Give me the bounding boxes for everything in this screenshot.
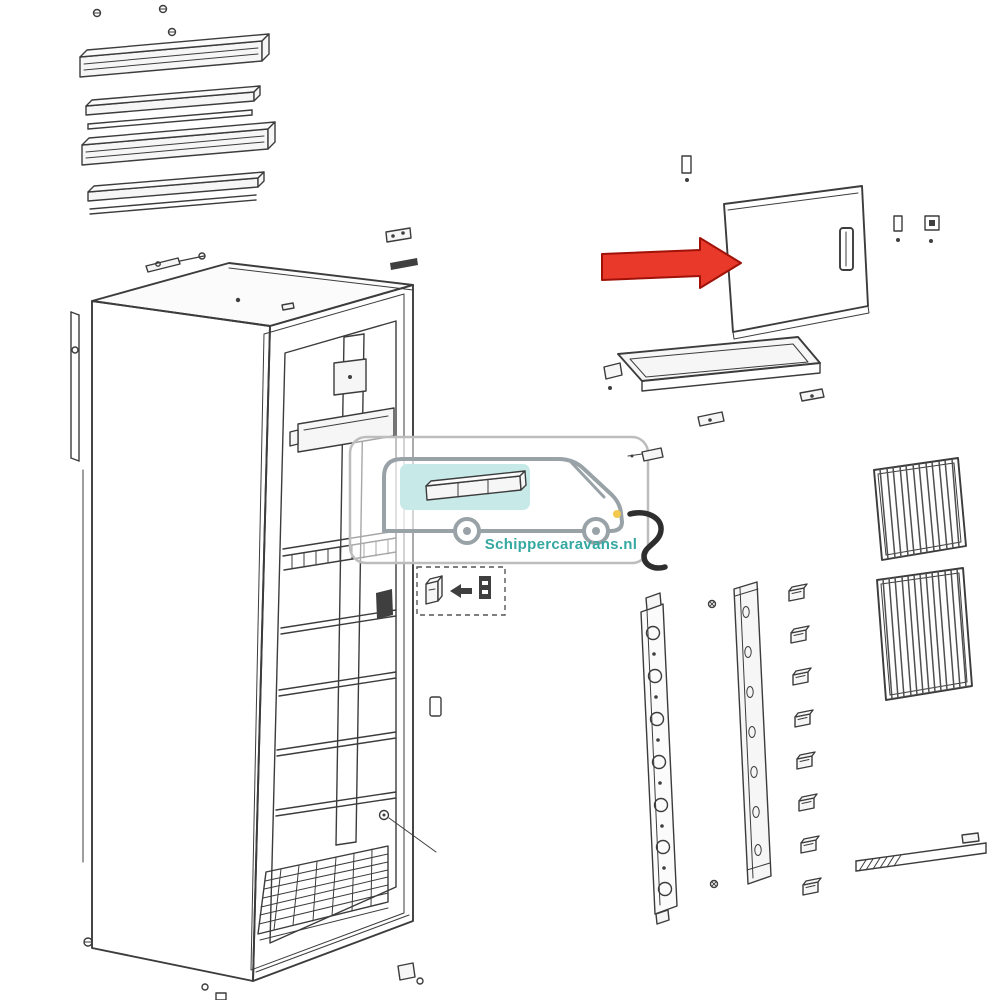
- door-handle-recess: [839, 227, 854, 271]
- top-hinge-bracket: [385, 227, 418, 270]
- fastener-clips: [788, 583, 822, 896]
- bottom-mounting-rail: [855, 832, 987, 872]
- cabinet-opening: [252, 284, 414, 982]
- door-lock-catch: [376, 589, 393, 619]
- headlight-icon: [613, 510, 621, 518]
- clip-part-dark: [479, 576, 491, 599]
- door-switch-part: [429, 696, 442, 717]
- small-parts-top-right: [893, 215, 940, 243]
- mounting-bracket-small: [627, 447, 664, 462]
- detail-inset-box: [416, 566, 506, 616]
- left-arrow-icon: [450, 584, 472, 598]
- clip-icon: [790, 625, 810, 644]
- screw-icon: [709, 879, 719, 889]
- clip-icon: [796, 751, 816, 770]
- crisper-basket: [257, 845, 389, 941]
- screw-icon: [92, 8, 102, 18]
- clip-icon: [788, 583, 808, 602]
- side-trim-strip: [70, 311, 84, 863]
- door-trim-rails: [79, 4, 276, 215]
- watermark: Schippercaravans.nl: [348, 435, 650, 565]
- motorhome-icon: [382, 457, 624, 545]
- screw-icon: [158, 4, 168, 14]
- fridge-door-panel: [681, 155, 870, 340]
- door-hinge-rail: [733, 581, 772, 885]
- watermark-text: Schippercaravans.nl: [485, 536, 637, 553]
- drain-hose: [627, 510, 668, 571]
- clip-icon: [798, 793, 818, 812]
- screw-icon: [416, 977, 424, 985]
- door-pin-part: [681, 155, 692, 174]
- screw-icon: [201, 983, 209, 991]
- freezer-door-flap: [603, 336, 825, 427]
- screw-icon: [707, 599, 717, 609]
- red-arrow-icon: [601, 237, 742, 289]
- cabinet-side-panel: [91, 300, 271, 982]
- screw-with-leader: [378, 809, 437, 853]
- clip-icon: [794, 709, 814, 728]
- clip-icon: [802, 877, 822, 896]
- bottom-hardware: [83, 937, 424, 1000]
- clip-icon: [792, 667, 812, 686]
- vent-grille-upper: [873, 457, 967, 561]
- top-hinge-hardware: [145, 252, 295, 311]
- shelf-trim-bar: [425, 470, 527, 501]
- vent-grille-lower: [876, 567, 973, 701]
- interior-lamp-strip: [640, 592, 678, 925]
- screw-icon: [167, 27, 177, 37]
- cabinet-top-face: [91, 262, 414, 327]
- fridge-cabinet: [70, 227, 442, 1000]
- clip-icon: [800, 835, 820, 854]
